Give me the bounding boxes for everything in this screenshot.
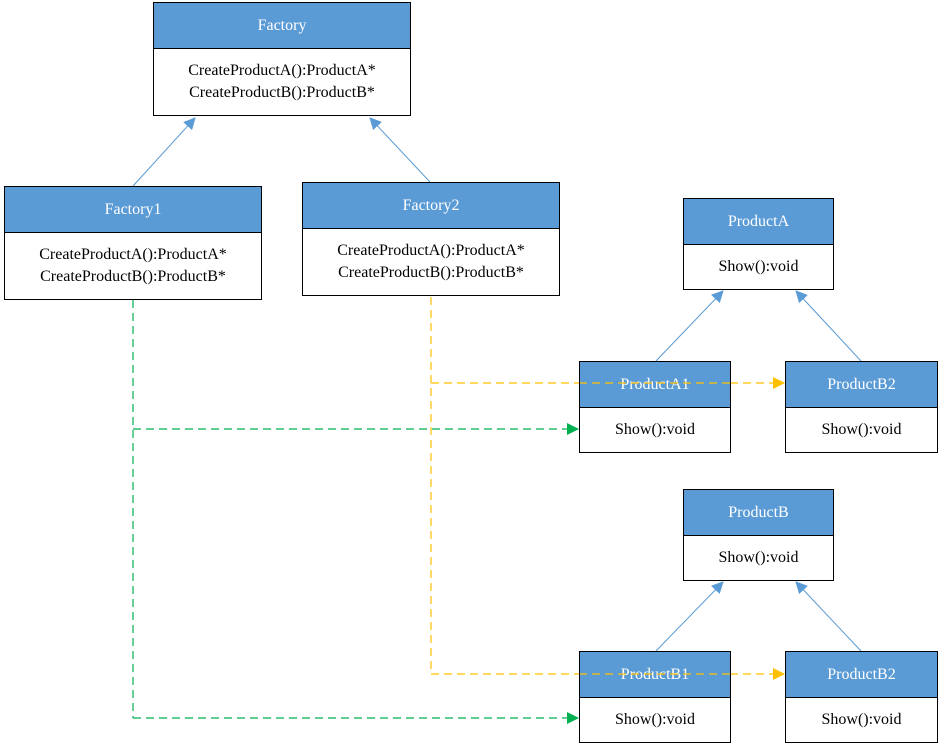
factory1-class-box: Factory1 CreateProductA():ProductA* Crea… xyxy=(4,186,262,300)
producta1-inherits-producta-arrow xyxy=(655,290,724,362)
productb-method-show: Show():void xyxy=(718,549,799,566)
productb2-class-methods: Show():void xyxy=(786,698,937,742)
factory-class-box: Factory CreateProductA():ProductA* Creat… xyxy=(153,2,411,116)
factory1-class-methods: CreateProductA():ProductA* CreateProduct… xyxy=(5,233,261,299)
producta2-method-show: Show():void xyxy=(821,421,902,438)
factory-class-name: Factory xyxy=(154,3,410,49)
producta-class-name: ProductA xyxy=(684,199,833,245)
producta1-class-box: ProductA1 Show():void xyxy=(579,361,731,453)
productb2-class-name: ProductB2 xyxy=(786,652,937,698)
productb-class-methods: Show():void xyxy=(684,536,833,580)
factory2-class-name: Factory2 xyxy=(303,183,559,229)
productb1-class-name: ProductB1 xyxy=(580,652,730,698)
producta2-class-name: ProductB2 xyxy=(786,362,937,408)
productb2-inherits-productb-arrow xyxy=(795,581,862,652)
factory1-method-create-product-b: CreateProductB():ProductB* xyxy=(40,268,226,285)
factory2-method-create-product-b: CreateProductB():ProductB* xyxy=(338,264,524,281)
productb2-method-show: Show():void xyxy=(821,711,902,728)
productb1-inherits-productb-arrow xyxy=(655,581,724,652)
factory1-method-create-product-a: CreateProductA():ProductA* xyxy=(39,246,227,263)
producta2-class-methods: Show():void xyxy=(786,408,937,452)
factory2-method-create-product-a: CreateProductA():ProductA* xyxy=(337,242,525,259)
factory-class-methods: CreateProductA():ProductA* CreateProduct… xyxy=(154,49,410,115)
producta-class-box: ProductA Show():void xyxy=(683,198,834,290)
producta2-class-box: ProductB2 Show():void xyxy=(785,361,938,453)
factory2-class-box: Factory2 CreateProductA():ProductA* Crea… xyxy=(302,182,560,296)
productb2-class-box: ProductB2 Show():void xyxy=(785,651,938,743)
productb1-class-methods: Show():void xyxy=(580,698,730,742)
factory2-inherits-factory-arrow xyxy=(369,117,431,183)
factory-method-create-product-a: CreateProductA():ProductA* xyxy=(188,62,376,79)
producta2-inherits-producta-arrow xyxy=(795,290,862,362)
factory-method-create-product-b: CreateProductB():ProductB* xyxy=(189,84,375,101)
producta1-class-name: ProductA1 xyxy=(580,362,730,408)
productb-class-box: ProductB Show():void xyxy=(683,489,834,581)
producta1-class-methods: Show():void xyxy=(580,408,730,452)
productb1-method-show: Show():void xyxy=(615,711,695,728)
productb-class-name: ProductB xyxy=(684,490,833,536)
factory1-class-name: Factory1 xyxy=(5,187,261,233)
factory1-inherits-factory-arrow xyxy=(132,117,196,187)
producta-class-methods: Show():void xyxy=(684,245,833,289)
productb1-class-box: ProductB1 Show():void xyxy=(579,651,731,743)
producta1-method-show: Show():void xyxy=(615,421,695,438)
factory2-class-methods: CreateProductA():ProductA* CreateProduct… xyxy=(303,229,559,295)
producta-method-show: Show():void xyxy=(718,258,799,275)
